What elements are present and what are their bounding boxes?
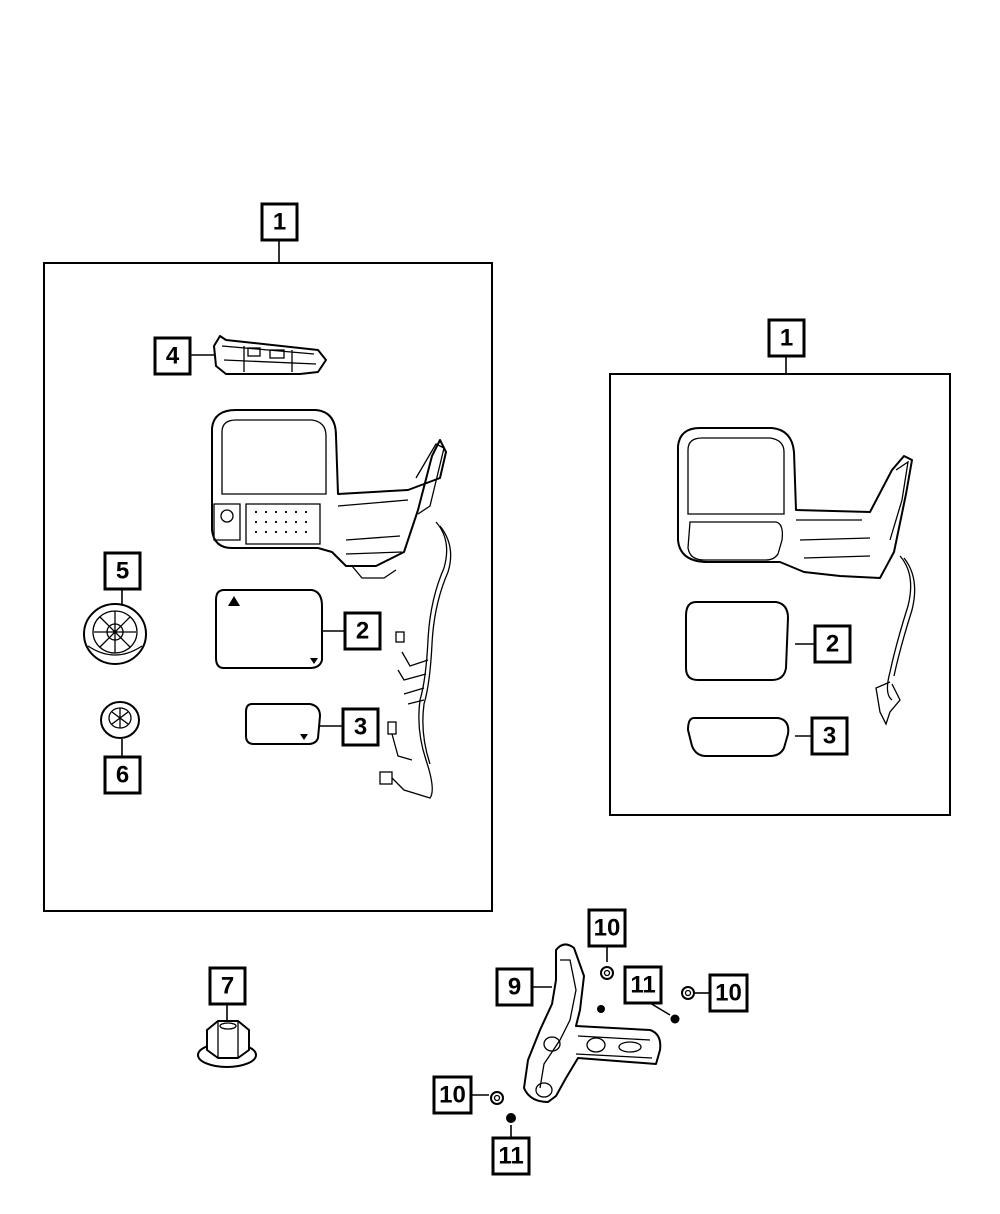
- callout-glass-upper-left[interactable]: 2: [343, 611, 382, 651]
- part-11-nut-upper: [597, 1005, 605, 1013]
- svg-text:10: 10: [439, 1082, 466, 1109]
- part-2-glass-left: [215, 589, 323, 669]
- svg-text:11: 11: [498, 1143, 523, 1170]
- svg-text:11: 11: [630, 972, 655, 999]
- part-3-glass-right: [687, 717, 790, 757]
- callout-bracket[interactable]: 9: [495, 967, 534, 1007]
- callout-assy-right[interactable]: 1: [767, 318, 806, 358]
- svg-text:3: 3: [354, 714, 367, 741]
- svg-text:10: 10: [715, 980, 742, 1007]
- mirror-assembly-left: [211, 409, 452, 799]
- left-assembly-frame: [43, 262, 493, 912]
- callout-assy-left[interactable]: 1: [260, 202, 299, 242]
- callout-nut11-lower[interactable]: 11: [491, 1136, 531, 1176]
- svg-text:5: 5: [116, 558, 129, 585]
- callout-glass-upper-right[interactable]: 2: [813, 624, 852, 664]
- callout-nut10-right[interactable]: 10: [708, 973, 749, 1013]
- callout-cap-large[interactable]: 5: [103, 551, 142, 591]
- svg-text:10: 10: [594, 915, 621, 942]
- svg-text:2: 2: [826, 631, 839, 658]
- callout-nut10-left[interactable]: 10: [432, 1075, 473, 1115]
- svg-text:1: 1: [273, 209, 286, 236]
- svg-text:3: 3: [823, 723, 836, 750]
- part-5-cap-large: [83, 603, 147, 665]
- svg-text:6: 6: [116, 762, 129, 789]
- callout-glass-lower-left[interactable]: 3: [341, 707, 380, 747]
- right-assembly-group: 1 2 3: [609, 318, 951, 816]
- part-3-glass-left: [245, 703, 321, 745]
- part-11-nut-lower: [506, 1113, 516, 1123]
- mirror-assembly-right: [677, 427, 916, 726]
- callout-glass-lower-right[interactable]: 3: [810, 716, 849, 756]
- svg-text:9: 9: [508, 974, 521, 1001]
- svg-text:7: 7: [221, 973, 234, 1000]
- part-6-cap-small: [100, 701, 140, 739]
- part-10-nut-top: [600, 966, 614, 980]
- part-2-glass-right: [685, 601, 789, 681]
- part-9-bracket: [523, 943, 662, 1103]
- part-10-nut-left: [490, 1091, 504, 1105]
- right-assembly-frame: [609, 373, 951, 816]
- part-10-nut-right: [681, 986, 695, 1000]
- callout-nut[interactable]: 7: [208, 966, 247, 1006]
- part-7-flange-nut: [197, 1020, 257, 1068]
- svg-text:2: 2: [356, 618, 369, 645]
- svg-text:4: 4: [166, 343, 180, 370]
- part-11-nut-side: [670, 1014, 680, 1024]
- callout-nut11-upper[interactable]: 11: [623, 965, 663, 1005]
- callout-nut10-top[interactable]: 10: [587, 908, 627, 948]
- callout-cap-small[interactable]: 6: [103, 755, 142, 795]
- svg-text:1: 1: [780, 325, 793, 352]
- left-assembly-group: 1 4: [43, 202, 493, 912]
- callout-lamp[interactable]: 4: [153, 336, 192, 376]
- part-4-lamp: [213, 335, 327, 375]
